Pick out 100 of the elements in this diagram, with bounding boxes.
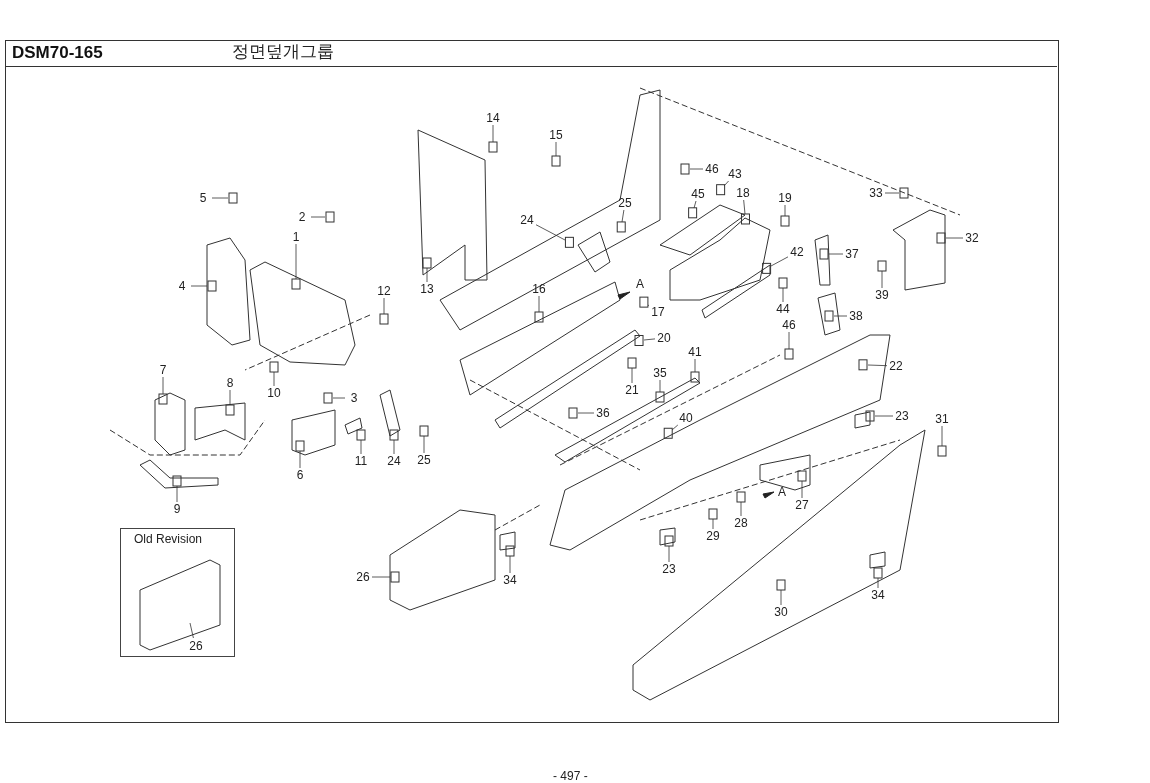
leader-line: [176, 485, 178, 503]
leader-line: [538, 295, 540, 313]
callout-number: 22: [889, 359, 903, 373]
callout-number: 37: [845, 247, 859, 261]
callout-number: 26: [189, 639, 203, 653]
callout-number: 46: [782, 318, 796, 332]
view-letter: A: [636, 278, 644, 291]
callout-number: 7: [159, 363, 167, 377]
leader-line: [383, 297, 385, 315]
callout-number: 39: [875, 288, 889, 302]
leader-line: [631, 367, 633, 384]
leader-line: [659, 379, 661, 393]
leader-line: [874, 415, 894, 417]
leader-line: [555, 141, 557, 157]
callout-number: 35: [653, 366, 667, 380]
header-subtitle: 정면덮개그룹: [232, 43, 334, 61]
callout-number: 33: [869, 186, 883, 200]
callout-number: 11: [354, 454, 368, 468]
callout-number: 40: [679, 411, 693, 425]
callout-number: 23: [662, 562, 676, 576]
callout-number: 28: [734, 516, 748, 530]
leader-line: [877, 577, 879, 589]
callout-number: 25: [417, 453, 431, 467]
callout-number: 15: [549, 128, 563, 142]
callout-number: 23: [895, 409, 909, 423]
callout-number: 5: [199, 191, 207, 205]
leader-line: [190, 285, 208, 287]
callout-number: 31: [935, 412, 949, 426]
leader-line: [833, 315, 848, 317]
leader-line: [535, 224, 566, 241]
leader-line: [740, 501, 742, 517]
diagram-title: DSM70-165: [12, 44, 103, 62]
leader-line: [784, 204, 786, 217]
leader-line: [360, 439, 362, 455]
callout-number: 46: [705, 162, 719, 176]
leader-line: [941, 425, 943, 447]
callout-number: 30: [774, 605, 788, 619]
leader-line: [788, 331, 790, 350]
leader-line: [693, 200, 697, 209]
callout-number: 38: [849, 309, 863, 323]
leader-line: [621, 209, 625, 223]
callout-number: 3: [350, 391, 358, 405]
leader-line: [694, 358, 696, 373]
leader-line: [770, 256, 789, 267]
callout-number: 43: [728, 167, 742, 181]
leader-line: [881, 270, 883, 289]
callout-number: 12: [377, 284, 391, 298]
leader-line: [782, 287, 784, 303]
leader-line: [273, 371, 275, 387]
callout-number: 24: [520, 213, 534, 227]
callout-number: 10: [267, 386, 281, 400]
callout-number: 8: [226, 376, 234, 390]
callout-number: 2: [298, 210, 306, 224]
leader-line: [884, 192, 900, 194]
leader-line: [643, 338, 656, 341]
leader-line: [712, 518, 714, 530]
callout-number: 19: [778, 191, 792, 205]
leader-line: [577, 412, 595, 414]
leader-line: [189, 622, 194, 639]
callout-number: 6: [296, 468, 304, 482]
callout-number: 1: [292, 230, 300, 244]
callout-number: 4: [178, 279, 186, 293]
callout-number: 18: [736, 186, 750, 200]
page-number: - 497 -: [553, 770, 588, 783]
callout-number: 25: [618, 196, 632, 210]
leader-line: [299, 450, 301, 469]
leader-line: [492, 124, 494, 143]
callout-number: 27: [795, 498, 809, 512]
leader-line: [828, 253, 844, 255]
callout-number: 45: [691, 187, 705, 201]
callout-number: 34: [871, 588, 885, 602]
leader-line: [332, 397, 346, 399]
leader-line: [426, 267, 428, 283]
callout-number: 32: [965, 231, 979, 245]
leader-line: [671, 424, 679, 431]
leader-line: [945, 237, 964, 239]
leader-line: [162, 376, 164, 395]
callout-number: 34: [503, 573, 517, 587]
callout-number: 44: [776, 302, 790, 316]
leader-line: [423, 435, 425, 454]
leader-line: [647, 304, 650, 307]
leader-line: [310, 216, 326, 218]
view-letter: A: [778, 486, 786, 499]
leader-line: [668, 545, 670, 563]
callout-number: 9: [173, 502, 181, 516]
leader-line: [689, 168, 704, 170]
callout-number: 13: [420, 282, 434, 296]
leader-line: [801, 480, 803, 499]
leader-line: [371, 576, 391, 578]
machine-parts-drawing: [109, 87, 961, 701]
callout-number: 20: [657, 331, 671, 345]
leader-line: [780, 589, 782, 606]
leader-line: [743, 199, 746, 215]
leader-line: [393, 439, 395, 455]
callout-number: 16: [532, 282, 546, 296]
leader-line: [723, 180, 729, 187]
callout-number: 26: [356, 570, 370, 584]
inset-title: Old Revision: [134, 533, 203, 546]
callout-number: 14: [486, 111, 500, 125]
leader-line: [229, 389, 231, 406]
